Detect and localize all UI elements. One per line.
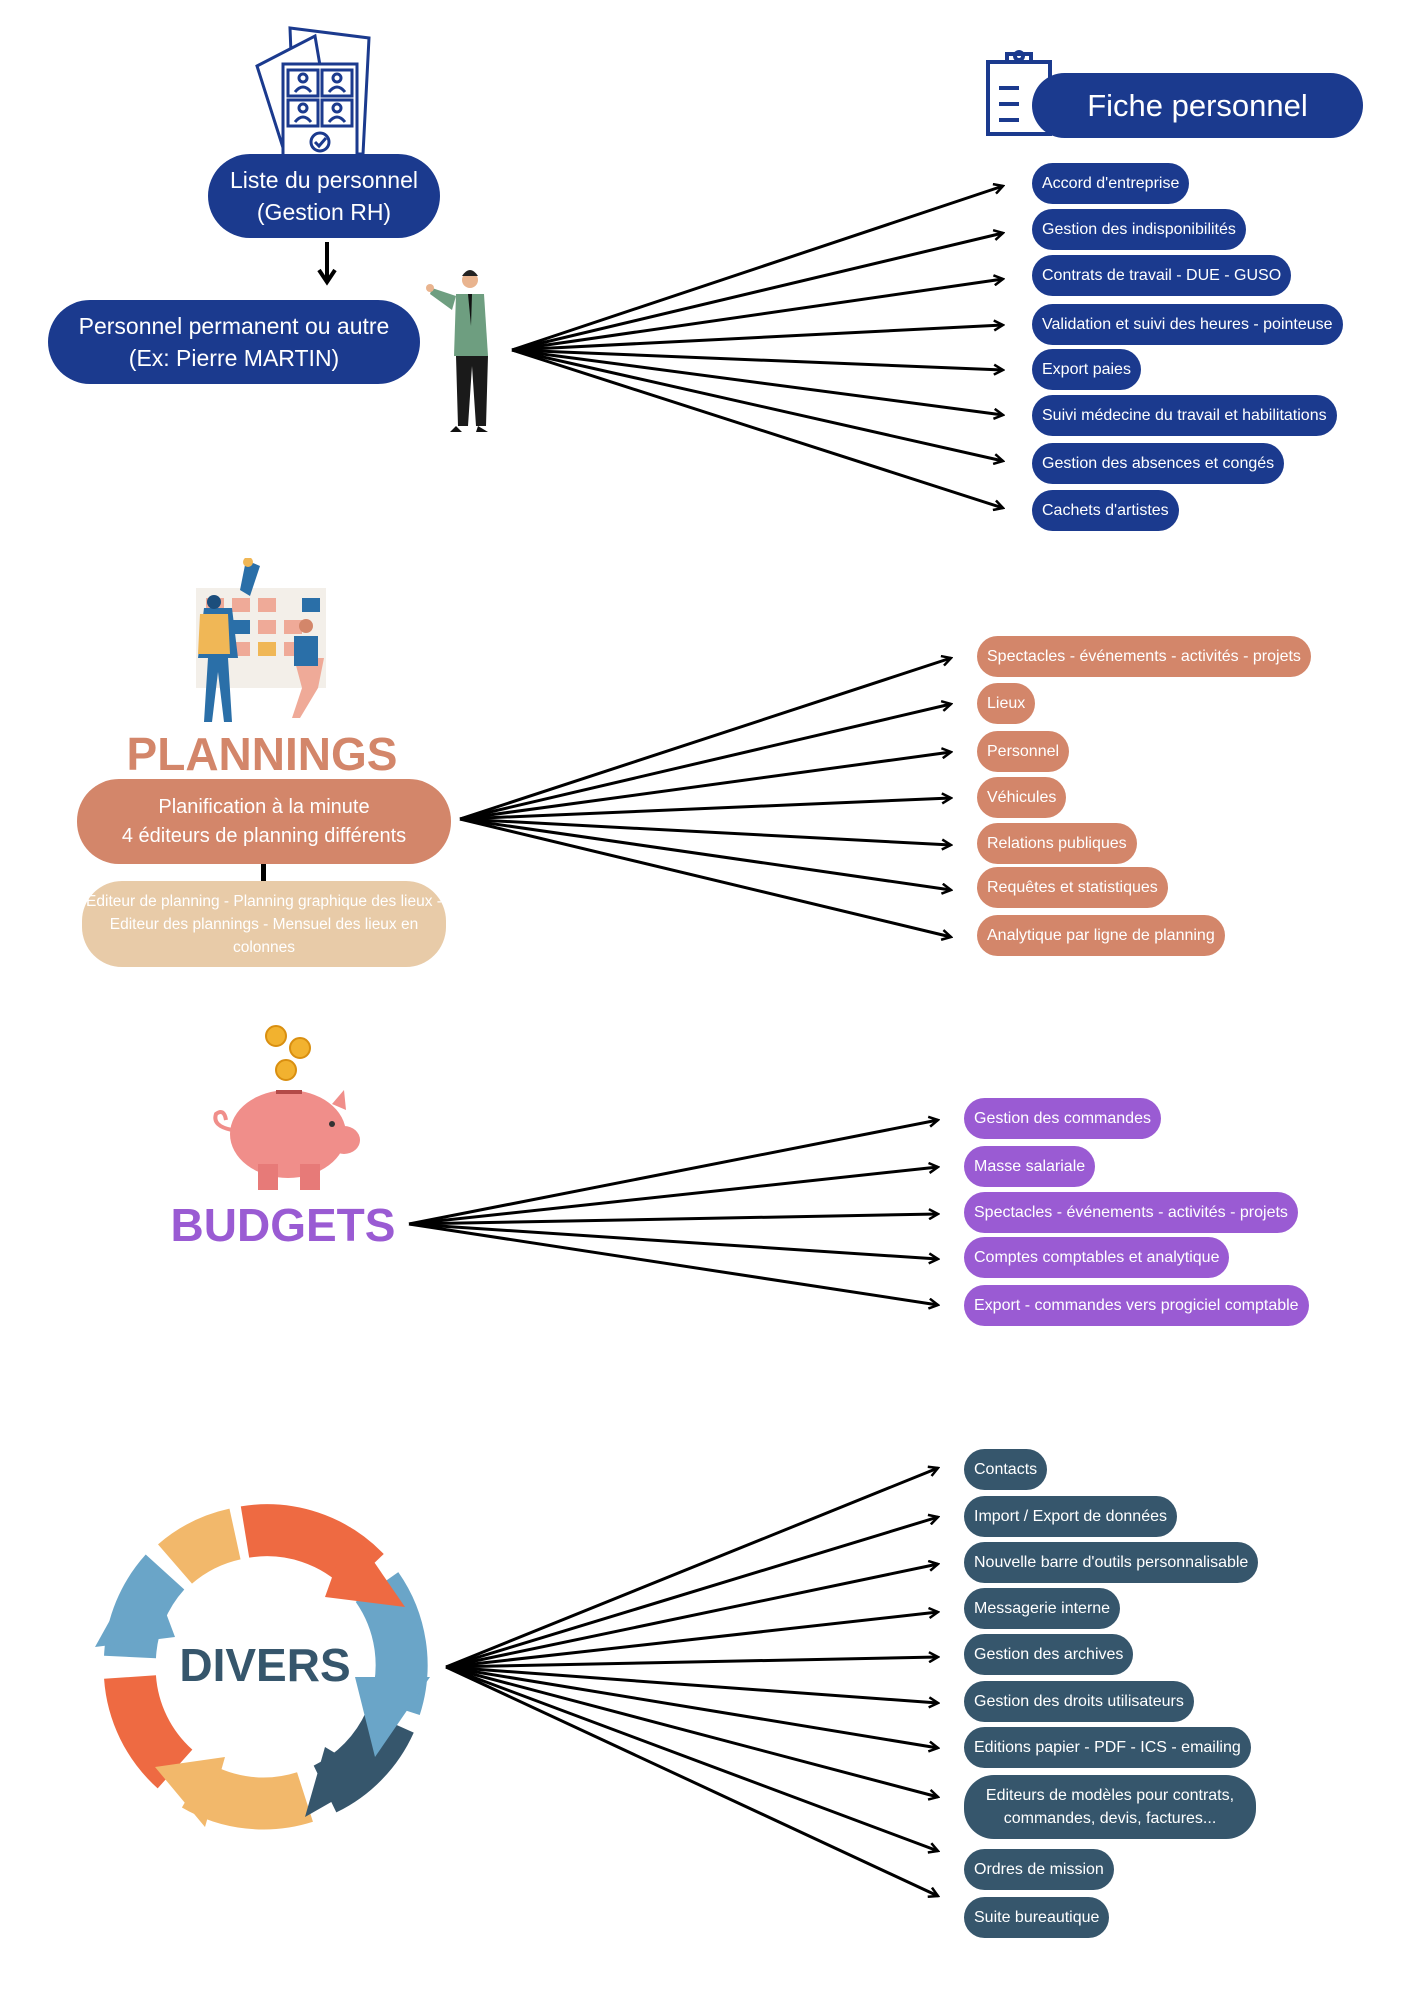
divers-item[interactable]: Contacts [964,1448,1048,1490]
staff-list-line1: Liste du personnel [230,167,418,193]
planning-main-box[interactable]: Planification à la minute 4 éditeurs de … [77,779,451,864]
budgets-connector-arrow [408,1222,938,1259]
divers-connector-arrow [445,1468,938,1669]
divers-connector-arrow [445,1665,938,1851]
divers-title: DIVERS [179,1639,351,1691]
divers-connector-arrow [445,1665,938,1896]
personnel-item[interactable]: Contrats de travail - DUE - GUSO [1032,254,1292,296]
personnel-connector-arrow [511,325,1003,352]
divers-connector-arrow [445,1612,938,1669]
budgets-item[interactable]: Gestion des commandes [964,1097,1161,1139]
plannings-item[interactable]: Lieux [977,682,1036,724]
permanent-staff-line2: (Ex: Pierre MARTIN) [128,345,340,371]
budgets-item[interactable]: Spectacles - événements - activités - pr… [964,1191,1298,1233]
plannings-connector-arrow [459,817,951,937]
divers-connector-arrow [445,1665,938,1797]
planning-main-line1: Planification à la minute [158,795,370,818]
budgets-connector-arrow [408,1167,938,1226]
divers-connector-arrow [445,1657,938,1669]
plannings-connector-arrow [459,798,951,821]
permanent-staff-box[interactable]: Personnel permanent ou autre (Ex: Pierre… [48,300,420,384]
divers-connector-arrow [445,1665,938,1703]
connector-line [261,864,266,882]
personnel-item[interactable]: Gestion des indisponibilités [1032,208,1246,250]
personnel-connector-arrow [511,348,1003,415]
personnel-connector-arrow [511,348,1003,461]
divers-item[interactable]: Nouvelle barre d'outils personnalisable [964,1541,1259,1583]
plannings-connector-arrow [459,704,951,821]
budgets-item[interactable]: Comptes comptables et analytique [964,1236,1230,1278]
budgets-item[interactable]: Export - commandes vers progiciel compta… [964,1284,1309,1326]
plannings-item[interactable]: Analytique par ligne de planning [977,914,1225,956]
personnel-connector-arrow [511,186,1003,352]
divers-connector-arrow [445,1665,938,1748]
divers-item[interactable]: Gestion des archives [964,1633,1134,1675]
budgets-connector-arrow [408,1222,938,1305]
planning-calendar-illustration [196,558,326,722]
personnel-item[interactable]: Accord d'entreprise [1032,162,1190,204]
plannings-connector-arrow [459,817,951,890]
permanent-staff-line1: Personnel permanent ou autre [78,313,390,339]
personnel-item[interactable]: Export paies [1032,348,1141,390]
piggy-bank-illustration [213,1025,360,1190]
budgets-connector-arrow [408,1120,938,1226]
plannings-connector-arrow [459,752,951,821]
staff-list-icon [255,26,371,156]
divers-item[interactable]: Import / Export de données [964,1495,1177,1537]
divers-connector-arrow [445,1517,938,1669]
divers-item[interactable]: Editions papier - PDF - ICS - emailing [964,1726,1251,1768]
plannings-connector-arrow [459,658,951,821]
personnel-connector-arrow [511,279,1003,352]
personnel-connector-arrow [511,233,1003,352]
budgets-title: BUDGETS [170,1199,396,1251]
divers-item[interactable]: Editeurs de modèles pour contrats, comma… [964,1775,1256,1839]
personnel-item[interactable]: Validation et suivi des heures - pointeu… [1032,303,1343,345]
staff-sheet-header: Fiche personnel [1032,73,1363,138]
divers-item[interactable]: Suite bureautique [964,1896,1110,1938]
plannings-connector-arrow [459,817,951,845]
divers-item[interactable]: Gestion des droits utilisateurs [964,1680,1194,1722]
cycle-arrows-illustration [95,1504,430,1830]
personnel-item[interactable]: Gestion des absences et congés [1032,442,1285,484]
personnel-connector-arrow [511,348,1003,508]
staff-list-line2: (Gestion RH) [256,199,392,225]
planning-editors-box: Editeur de planning - Planning graphique… [82,881,446,967]
plannings-title: PLANNINGS [126,728,398,780]
plannings-item[interactable]: Requêtes et statistiques [977,866,1168,908]
businessman-illustration [426,270,488,432]
budgets-item[interactable]: Masse salariale [964,1145,1096,1187]
plannings-item[interactable]: Personnel [977,730,1070,772]
plannings-item[interactable]: Véhicules [977,776,1067,818]
personnel-connector-arrow [511,348,1003,370]
down-arrow-icon [317,242,337,286]
divers-connector-arrow [445,1564,938,1669]
plannings-item[interactable]: Relations publiques [977,822,1137,864]
divers-item[interactable]: Messagerie interne [964,1587,1121,1629]
planning-main-line2: 4 éditeurs de planning différents [121,824,407,847]
personnel-item[interactable]: Cachets d'artistes [1032,489,1179,531]
divers-item[interactable]: Ordres de mission [964,1848,1114,1890]
staff-list-box[interactable]: Liste du personnel (Gestion RH) [208,154,440,238]
budgets-connector-arrow [408,1214,938,1226]
personnel-item[interactable]: Suivi médecine du travail et habilitatio… [1032,394,1337,436]
plannings-item[interactable]: Spectacles - événements - activités - pr… [977,635,1311,677]
